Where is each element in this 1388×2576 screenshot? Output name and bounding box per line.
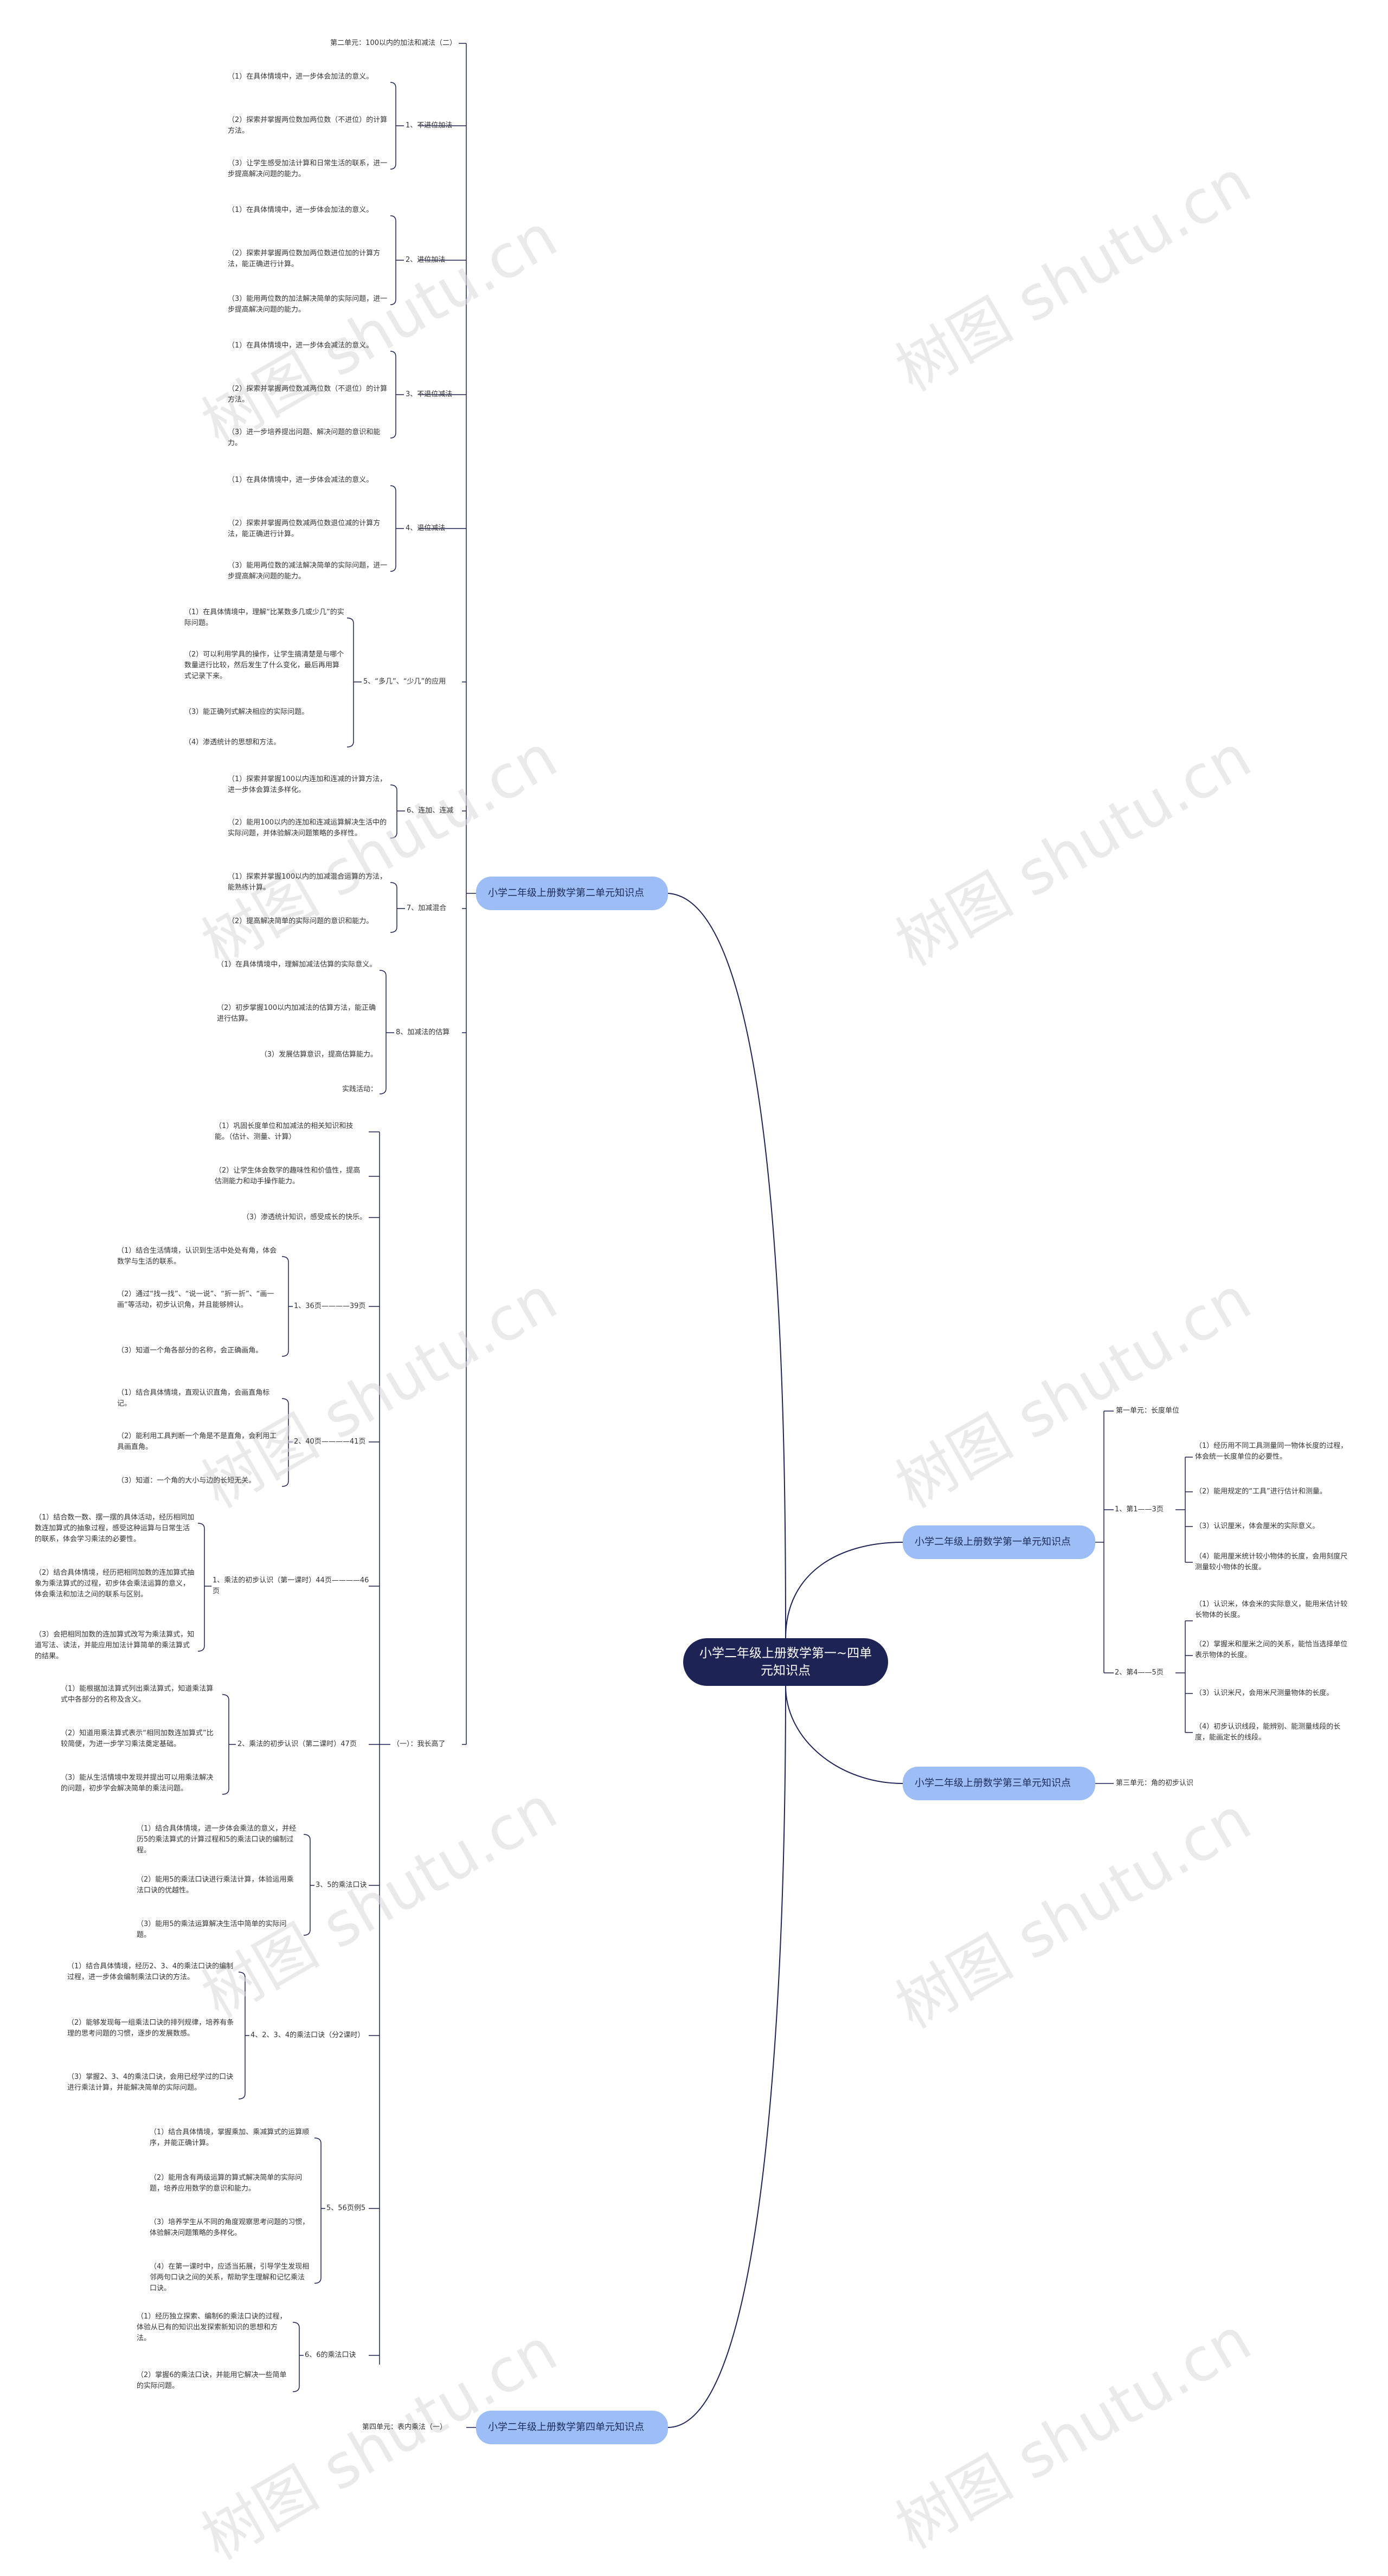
unit2-topic: 4、退位减法 bbox=[406, 524, 446, 532]
unit4-topic: 5、56页例5 bbox=[326, 2204, 366, 2212]
branch-unit4[interactable]: 小学二年级上册数学第四单元知识点 bbox=[476, 2411, 668, 2444]
branch-unit3[interactable]: 小学二年级上册数学第三单元知识点 bbox=[903, 1767, 1095, 1800]
practice-item: （1）巩固长度单位和加减法的相关知识和技能。（估计、测量、计算） bbox=[215, 1122, 354, 1141]
unit4-topic-item: （2）通过“找一找”、“说一说”、“折一折”、“画一画”等活动，初步认识角，并且… bbox=[117, 1290, 274, 1309]
unit2-topic: 7、加减混合 bbox=[407, 904, 447, 912]
unit4-topic-item: （1）结合数一数、摆一摆的具体活动，经历相同加数连加算式的抽象过程，感受这种运算… bbox=[35, 1514, 195, 1543]
unit2-topic-item: （2）初步掌握100以内加减法的估算方法，能正确进行估算。 bbox=[217, 1004, 376, 1023]
unit2-topic-item: （1）在具体情境中，理解加减法估算的实际意义。 bbox=[217, 961, 377, 969]
practice-title: （一）：我长高了 bbox=[393, 1740, 446, 1748]
unit1-label: 第一单元：长度单位 bbox=[1116, 1407, 1180, 1415]
unit4-topic: 2、乘法的初步认识（第二课时）47页 bbox=[237, 1740, 357, 1748]
unit2-label: 第二单元：100以内的加法和减法（二） bbox=[330, 39, 457, 47]
unit2-topic: 1、不进位加法 bbox=[406, 121, 453, 130]
unit4-topic: 2、40页————41页 bbox=[294, 1438, 366, 1446]
unit4-topic-item: （2）掌握6的乘法口诀，并能用它解决一些简单的实际问题。 bbox=[137, 2371, 287, 2390]
unit2-topic-item: （3）能用两位数的加法解决简单的实际问题，进一步提高解决问题的能力。 bbox=[228, 295, 388, 314]
unit4-topic-item: （1）结合具体情境，经历2、3、4的乘法口诀的编制过程，进一步体会编制乘法口诀的… bbox=[67, 1962, 234, 1981]
unit2-topic-item: （2）探索并掌握两位数减两位数（不退位）的计算方法。 bbox=[228, 385, 388, 404]
unit2-topic-item: 实践活动： bbox=[342, 1085, 377, 1093]
unit2-topic-item: （1）在具体情境中，理解“比某数多几或少几”的实际问题。 bbox=[184, 608, 344, 627]
unit4-topic-item: （1）结合具体情境，进一步体会乘法的意义，并经历5的乘法算式的计算过程和5的乘法… bbox=[137, 1825, 297, 1854]
unit4-topic-item: （1）经历独立探索、编制6的乘法口诀的过程，体验从已有的知识出发探索新知识的思想… bbox=[137, 2313, 287, 2342]
unit1-topic2-item: （2）掌握米和厘米之间的关系，能恰当选择单位表示物体的长度。 bbox=[1195, 1640, 1348, 1659]
unit1-topic1-item: （4）能用厘米统计较小物体的长度，会用刻度尺测量较小物体的长度。 bbox=[1195, 1553, 1348, 1572]
unit4-topic-item: （2）结合具体情境，经历把相同加数的连加算式抽象为乘法算式的过程，初步体会乘法运… bbox=[35, 1569, 195, 1599]
unit4-topic: 4、2、3、4的乘法口诀（分2课时） bbox=[250, 2031, 365, 2039]
unit1-topic2-item: （4）初步认识线段，能辨别、能测量线段的长度，能画定长的线段。 bbox=[1195, 1723, 1341, 1742]
unit2-topic-item: （2）探索并掌握两位数加两位数进位加的计算方法，能正确进行计算。 bbox=[228, 249, 381, 268]
unit2-topic-item: （3）发展估算意识，提高估算能力。 bbox=[260, 1051, 377, 1059]
unit1-topic2: 2、第4——5页 bbox=[1115, 1669, 1164, 1677]
unit1-topic2-item: （1）认识米，体会米的实际意义，能用米估计较长物体的长度。 bbox=[1195, 1600, 1348, 1619]
unit2-topic: 2、进位加法 bbox=[406, 256, 446, 264]
unit2-topic-item: （2）探索并掌握两位数减两位数退位减的计算方法，能正确进行计算。 bbox=[228, 519, 381, 538]
unit4-topic-item: （3）培养学生从不同的角度观察思考问题的习惯，体验解决问题策略的多样化。 bbox=[150, 2218, 310, 2237]
unit4-topic-item: （1）能根据加法算式列出乘法算式，知道乘法算式中各部分的名称及含义。 bbox=[61, 1685, 214, 1704]
unit4-topic-item: （2）能利用工具判断一个角是不是直角，会利用工具画直角。 bbox=[117, 1432, 277, 1451]
unit4-topic-item: （4）在第一课时中，应适当拓展，引导学生发现相邻两句口诀之间的关系，帮助学生理解… bbox=[150, 2263, 310, 2292]
unit2-topic-item: （2）提高解决简单的实际问题的意识和能力。 bbox=[228, 917, 374, 925]
unit2-topic: 3、不退位减法 bbox=[406, 390, 453, 398]
unit2-topic-item: （1）在具体情境中，进一步体会加法的意义。 bbox=[228, 73, 374, 81]
unit4-topic-item: （3）会把相同加数的连加算式改写为乘法算式，知道写法、读法，并能应用加法计算简单… bbox=[35, 1631, 195, 1660]
unit2-topic-item: （4）渗透统计的思想和方法。 bbox=[184, 738, 281, 746]
unit4-topic-item: （3）知道：一个角的大小与边的长短无关。 bbox=[117, 1477, 256, 1485]
unit4-topic-item: （1）结合具体情境，直观认识直角，会画直角标记。 bbox=[117, 1389, 270, 1408]
unit1-topic1: 1、第1——3页 bbox=[1115, 1505, 1164, 1514]
unit2-topic-item: （1）在具体情境中，进一步体会减法的意义。 bbox=[228, 342, 374, 350]
unit2-topic-item: （3）让学生感受加法计算和日常生活的联系，进一步提高解决问题的能力。 bbox=[228, 159, 388, 178]
root-node[interactable]: 小学二年级上册数学第一~四单元知识点 bbox=[683, 1638, 888, 1686]
practice-item: （3）渗透统计知识，感受成长的快乐。 bbox=[242, 1213, 367, 1221]
branch-unit2[interactable]: 小学二年级上册数学第二单元知识点 bbox=[476, 877, 668, 910]
unit1-topic2-item: （3）认识米尺，会用米尺测量物体的长度。 bbox=[1195, 1689, 1334, 1697]
branch-unit1[interactable]: 小学二年级上册数学第一单元知识点 bbox=[903, 1525, 1095, 1559]
unit2-topic-item: （1）探索并掌握100以内连加和连减的计算方法，进一步体会算法多样化。 bbox=[228, 775, 387, 794]
unit1-topic1-item: （2）能用规定的“工具”进行估计和测量。 bbox=[1195, 1487, 1327, 1496]
unit4-topic: 1、乘法的初步认识（第一课时）44页————46页 bbox=[213, 1576, 369, 1595]
unit3-label: 第三单元：角的初步认识 bbox=[1116, 1779, 1194, 1787]
connector-lines bbox=[197, 43, 1193, 2428]
unit2-topic-item: （3）能正确列式解决相应的实际问题。 bbox=[184, 708, 309, 716]
unit2-topic-item: （2）可以利用学具的操作，让学生搞清楚是与哪个数量进行比较，然后发生了什么变化，… bbox=[184, 651, 344, 680]
unit1-topic1-item: （3）认识厘米，体会厘米的实际意义。 bbox=[1195, 1522, 1320, 1530]
unit4-topic: 3、5的乘法口诀 bbox=[316, 1881, 367, 1889]
unit2-topic-item: （1）探索并掌握100以内的加减混合运算的方法，能熟练计算。 bbox=[228, 873, 387, 892]
unit4-topic-item: （1）结合生活情境，认识到生活中处处有角，体会数学与生活的联系。 bbox=[117, 1247, 277, 1266]
practice-item: （2）让学生体会数学的趣味性和价值性，提高估测能力和动手操作能力。 bbox=[215, 1167, 361, 1186]
unit4-topic-item: （2）能用含有两级运算的算式解决简单的实际问题，培养应用数学的意识和能力。 bbox=[150, 2174, 303, 2193]
unit4-topic-item: （3）能用5的乘法运算解决生活中简单的实际问题。 bbox=[137, 1920, 287, 1939]
unit4-topic-item: （1）结合具体情境，掌握乘加、乘减算式的运算顺序，并能正确计算。 bbox=[150, 2128, 310, 2147]
unit4-topic-item: （2）能用5的乘法口诀进行乘法计算，体验运用乘法口诀的优越性。 bbox=[137, 1876, 294, 1895]
unit4-topic-item: （3）知道一个角各部分的名称，会正确画角。 bbox=[117, 1347, 263, 1355]
unit4-topic: 6、6的乘法口诀 bbox=[305, 2351, 356, 2359]
unit2-topic: 5、“多几”、“少几”的应用 bbox=[363, 678, 446, 686]
unit4-label: 第四单元：表内乘法（一） bbox=[362, 2423, 447, 2431]
unit2-topic-item: （3）能用两位数的减法解决简单的实际问题，进一步提高解决问题的能力。 bbox=[228, 562, 388, 581]
unit2-topic: 8、加减法的估算 bbox=[396, 1028, 450, 1036]
unit2-topic-item: （2）探索并掌握两位数加两位数（不进位）的计算方法。 bbox=[228, 116, 388, 135]
unit2-topic-item: （2）能用100以内的连加和连减运算解决生活中的实际问题，并体验解决问题策略的多… bbox=[228, 819, 387, 838]
unit2-topic-item: （1）在具体情境中，进一步体会加法的意义。 bbox=[228, 206, 374, 214]
unit4-topic: 1、36页————39页 bbox=[294, 1302, 366, 1310]
unit1-topic1-item: （1）经历用不同工具测量同一物体长度的过程，体会统一长度单位的必要性。 bbox=[1195, 1442, 1348, 1461]
unit2-topic-item: （1）在具体情境中，进一步体会减法的意义。 bbox=[228, 476, 374, 484]
unit2-topic: 6、连加、连减 bbox=[407, 807, 454, 815]
unit4-topic-item: （3）掌握2、3、4的乘法口诀，会用已经学过的口诀进行乘法计算，并能解决简单的实… bbox=[67, 2073, 234, 2092]
unit2-topic-item: （3）进一步培养提出问题、解决问题的意识和能力。 bbox=[228, 428, 381, 447]
unit4-topic-item: （2）知道用乘法算式表示“相同加数连加算式”比较简便，为进一步学习乘法奠定基础。 bbox=[61, 1729, 214, 1748]
unit4-topic-item: （2）能够发现每一组乘法口诀的排列规律，培养有条理的思考问题的习惯，逐步的发展数… bbox=[67, 2019, 234, 2038]
unit4-topic-item: （3）能从生活情境中发现并提出可以用乘法解决的问题，初步学会解决简单的乘法问题。 bbox=[61, 1774, 214, 1793]
